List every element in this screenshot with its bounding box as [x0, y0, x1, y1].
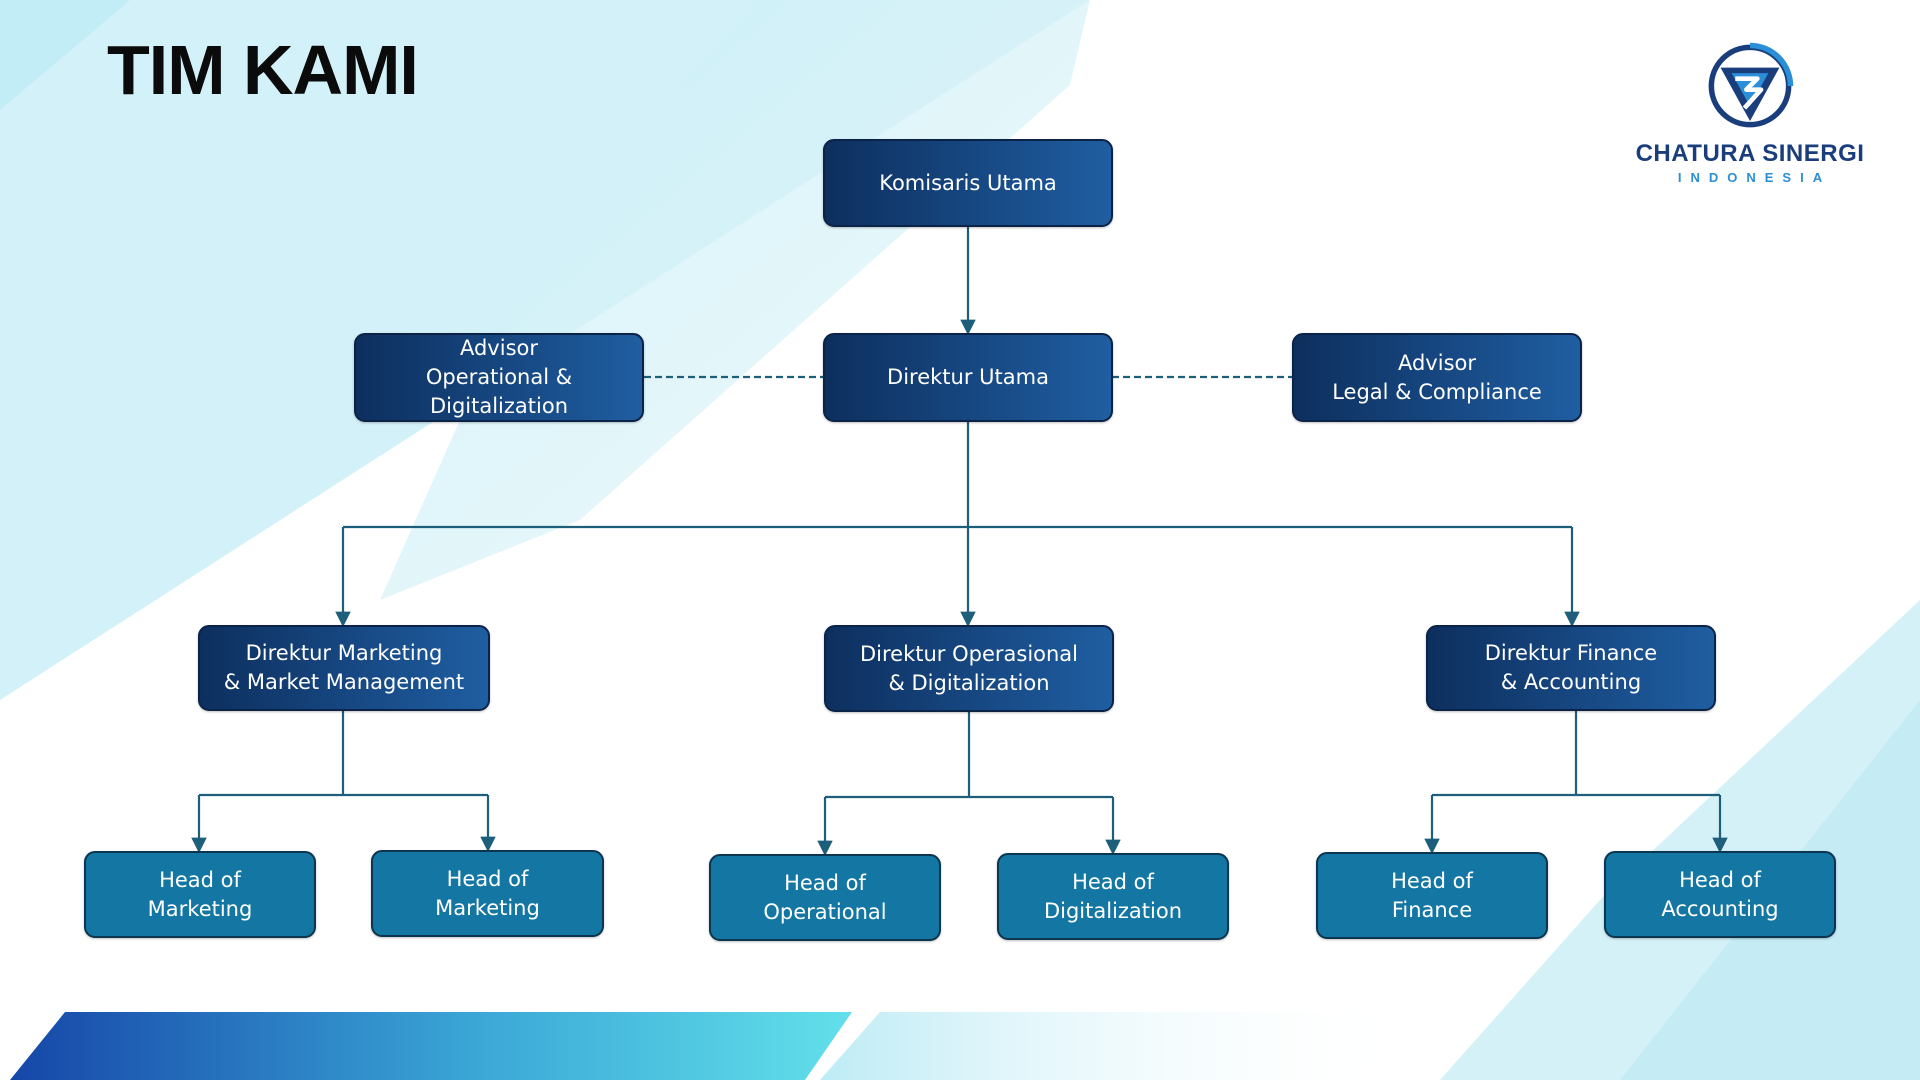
box-advisor-legal-compliance: Advisor Legal & Compliance — [1292, 333, 1582, 422]
box-label: Head of Finance — [1391, 868, 1473, 922]
company-logo: CHATURA SINERGI INDONESIA — [1630, 40, 1870, 185]
box-head-of-digitalization: Head of Digitalization — [997, 853, 1229, 940]
box-direktur-marketing: Direktur Marketing & Market Management — [198, 625, 490, 711]
box-direktur-operasional: Direktur Operasional & Digitalization — [824, 625, 1114, 712]
box-label: Advisor Legal & Compliance — [1332, 350, 1542, 404]
box-direktur-utama: Direktur Utama — [823, 333, 1113, 422]
logo-company-subtitle: INDONESIA — [1677, 170, 1832, 185]
box-head-of-finance: Head of Finance — [1316, 852, 1548, 939]
bg-band-bottom — [10, 1012, 852, 1080]
box-label: Head of Operational — [763, 870, 887, 924]
box-label: Direktur Utama — [887, 365, 1049, 389]
page-title: TIM KAMI — [107, 31, 419, 109]
box-label: Head of Marketing — [147, 867, 253, 921]
chatura-sinergi-logo-icon — [1708, 42, 1794, 128]
box-head-of-accounting: Head of Accounting — [1604, 851, 1836, 938]
box-komisaris-utama: Komisaris Utama — [823, 139, 1113, 227]
box-label: Advisor Operational & Digitalization — [425, 336, 573, 418]
box-label: Komisaris Utama — [879, 170, 1057, 195]
bg-shape-left-top — [0, 0, 130, 110]
box-label: Head of Marketing — [435, 866, 540, 920]
logo-company-name: CHATURA SINERGI — [1635, 140, 1865, 167]
box-label: Direktur Marketing & Market Management — [223, 641, 465, 694]
box-label: Head of Accounting — [1661, 867, 1779, 921]
box-direktur-finance: Direktur Finance & Accounting — [1426, 625, 1716, 711]
box-head-of-marketing-2: Head of Marketing — [371, 850, 604, 937]
box-advisor-operational-digitalization: Advisor Operational & Digitalization — [354, 333, 644, 422]
box-label: Head of Digitalization — [1043, 869, 1183, 923]
box-head-of-marketing-1: Head of Marketing — [84, 851, 316, 938]
box-label: Direktur Finance & Accounting — [1484, 641, 1658, 694]
bg-band-bottom-light — [820, 1012, 1410, 1080]
box-label: Direktur Operasional & Digitalization — [859, 641, 1079, 695]
box-head-of-operational: Head of Operational — [709, 854, 941, 941]
